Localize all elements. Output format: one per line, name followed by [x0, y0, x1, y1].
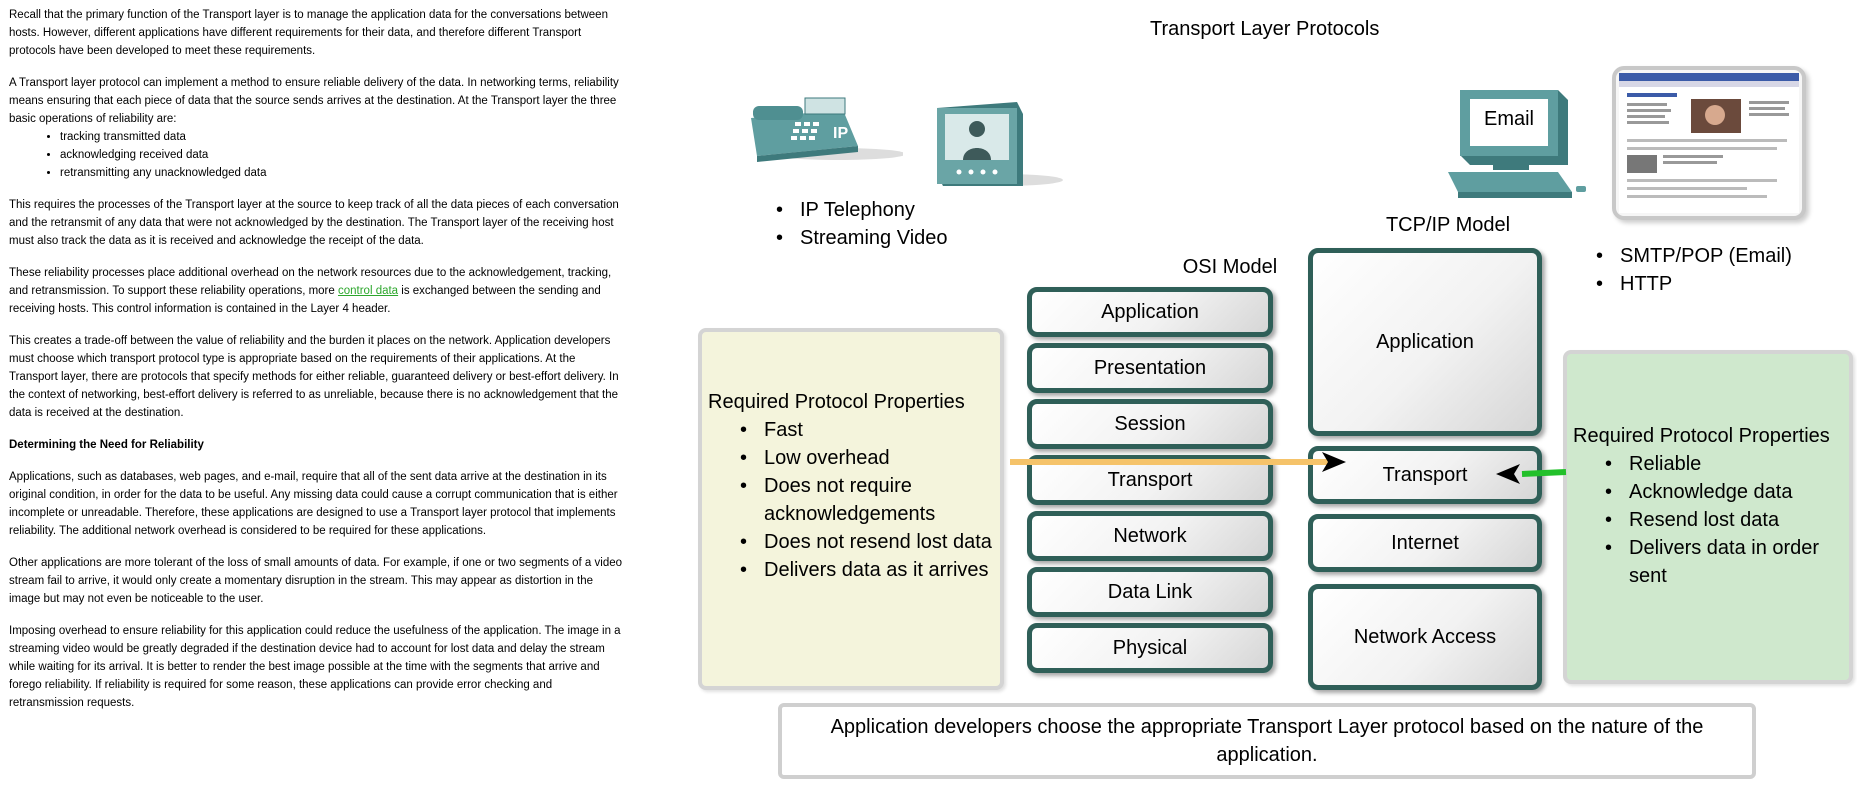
osi-layer-physical: Physical — [1027, 623, 1273, 673]
list-item: Delivers data as it arrives — [734, 556, 1004, 584]
list-item: Fast — [734, 416, 1004, 444]
osi-layer-transport: Transport — [1027, 455, 1273, 505]
ip-phone-label: IP — [833, 125, 848, 142]
tcpip-model-title: TCP/IP Model — [1385, 214, 1511, 236]
list-item: Resend lost data — [1599, 506, 1843, 534]
unreliable-properties-panel: Required Protocol Properties Fast Low ov… — [698, 328, 1004, 690]
reliable-properties-panel: Required Protocol Properties Reliable Ac… — [1563, 350, 1853, 684]
caption-text: Application developers choose the approp… — [830, 716, 1704, 766]
list-item: Low overhead — [734, 444, 1004, 472]
article: Recall that the primary function of the … — [9, 6, 624, 726]
paragraph-overhead-text-2: is exchanged between the sending and rec… — [9, 285, 601, 315]
unreliable-properties-content: Required Protocol Properties Fast Low ov… — [708, 388, 1004, 584]
osi-layer-session: Session — [1027, 399, 1273, 449]
caption-box: Application developers choose the approp… — [778, 703, 1756, 779]
osi-model-title: OSI Model — [1182, 256, 1278, 278]
paragraph-overhead: These reliability processes place additi… — [9, 264, 624, 318]
list-item: acknowledging received data — [60, 146, 624, 164]
computer-graphic — [1448, 90, 1586, 198]
reliable-properties-content: Required Protocol Properties Reliable Ac… — [1573, 422, 1843, 590]
list-item: Reliable — [1599, 450, 1843, 478]
reliability-operations-list: tracking transmitted data acknowledging … — [9, 128, 624, 182]
list-item: retransmitting any unacknowledged data — [60, 164, 624, 182]
browser-window-icon — [1612, 66, 1806, 220]
tcpip-layer-internet: Internet — [1308, 514, 1542, 572]
list-item: IP Telephony — [770, 196, 948, 224]
paragraph-tradeoff: This creates a trade-off between the val… — [9, 335, 619, 419]
list-item: HTTP — [1590, 270, 1792, 298]
list-item: Delivers data in order sent — [1599, 534, 1843, 590]
paragraph-imposing-overhead: Imposing overhead to ensure reliability … — [9, 625, 621, 709]
ip-phone-icon: IP — [751, 97, 903, 162]
paragraph-tolerant: Other applications are more tolerant of … — [9, 557, 623, 605]
paragraph-tracking: This requires the processes of the Trans… — [9, 199, 619, 247]
tcpip-layer-network-access: Network Access — [1308, 584, 1542, 690]
control-data-link[interactable]: control data — [337, 285, 399, 297]
email-computer-icon: Email — [1448, 90, 1586, 200]
paragraph-reliability: A Transport layer protocol can implement… — [9, 77, 619, 125]
list-item: tracking transmitted data — [60, 128, 624, 146]
video-terminal-icon — [937, 102, 1063, 186]
list-item: Does not resend lost data — [734, 528, 1004, 556]
osi-layer-application: Application — [1027, 287, 1273, 337]
tcpip-layer-transport: Transport — [1308, 446, 1542, 504]
email-label: Email — [1483, 108, 1534, 130]
transport-protocols-diagram: Transport Layer Protocols IP — [690, 0, 1857, 789]
reliable-properties-title: Required Protocol Properties — [1573, 425, 1830, 447]
unreliable-properties-list: Fast Low overhead Does not require ackno… — [708, 416, 1004, 584]
osi-layer-presentation: Presentation — [1027, 343, 1273, 393]
section-heading: Determining the Need for Reliability — [9, 439, 204, 451]
realtime-apps-list: IP Telephony Streaming Video — [770, 196, 948, 252]
paragraph-overhead-text-1: These reliability processes place additi… — [9, 267, 612, 297]
reliable-apps-list: SMTP/POP (Email) HTTP — [1590, 242, 1792, 298]
list-item: Streaming Video — [770, 224, 948, 252]
paragraph-applications: Applications, such as databases, web pag… — [9, 471, 618, 537]
diagram-title: Transport Layer Protocols — [1150, 18, 1380, 40]
paragraph-intro: Recall that the primary function of the … — [9, 9, 608, 57]
list-item: Acknowledge data — [1599, 478, 1843, 506]
osi-layer-data-link: Data Link — [1027, 567, 1273, 617]
osi-layer-network: Network — [1027, 511, 1273, 561]
list-item: Does not require acknowledgements — [734, 472, 1004, 528]
webpage-thumbnail — [1619, 73, 1799, 213]
reliable-properties-list: Reliable Acknowledge data Resend lost da… — [1573, 450, 1843, 590]
unreliable-properties-title: Required Protocol Properties — [708, 391, 965, 413]
list-item: SMTP/POP (Email) — [1590, 242, 1792, 270]
tcpip-layer-application: Application — [1308, 248, 1542, 436]
